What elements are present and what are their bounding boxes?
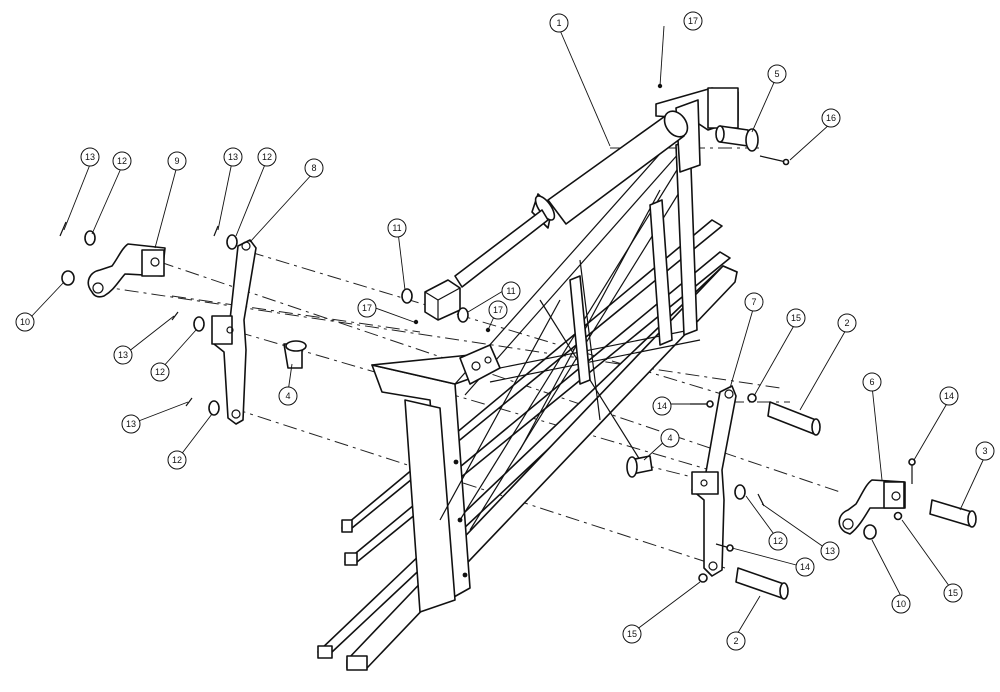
callout-13d-label: 13 — [126, 419, 136, 429]
left-arm — [87, 243, 166, 298]
callout-4a-label: 4 — [285, 391, 290, 401]
callout-1-label: 1 — [556, 18, 561, 28]
callout-13a-label: 13 — [85, 152, 95, 162]
callout-13b-label: 13 — [228, 152, 238, 162]
callout-15c: 15 — [622, 624, 642, 644]
callout-5-label: 5 — [774, 69, 779, 79]
callout-14a-label: 14 — [657, 401, 667, 411]
callout-14b-label: 14 — [800, 562, 810, 572]
callout-6: 6 — [862, 372, 882, 392]
callout-7: 7 — [744, 292, 764, 312]
callout-12b-label: 12 — [262, 152, 272, 162]
leader-lines — [29, 25, 986, 637]
callout-7-label: 7 — [751, 297, 756, 307]
callout-4a: 4 — [278, 386, 298, 406]
callout-17a-label: 17 — [688, 16, 698, 26]
callout-4b-label: 4 — [667, 433, 672, 443]
callout-13d: 13 — [121, 414, 141, 434]
callout-10a-label: 10 — [20, 317, 30, 327]
callout-11a: 11 — [387, 218, 407, 238]
callout-13a: 13 — [80, 147, 100, 167]
callout-11a-label: 11 — [392, 223, 401, 233]
callout-17b: 17 — [357, 298, 377, 318]
callout-12c: 12 — [150, 362, 170, 382]
callout-12e-label: 12 — [773, 536, 783, 546]
callout-16-label: 16 — [826, 113, 836, 123]
callout-12e: 12 — [768, 531, 788, 551]
callout-11b-label: 11 — [506, 286, 515, 296]
callout-5: 5 — [767, 64, 787, 84]
callout-3: 3 — [975, 441, 995, 461]
callout-10a: 10 — [15, 312, 35, 332]
callout-2a-label: 2 — [844, 318, 849, 328]
callout-12d-label: 12 — [172, 455, 182, 465]
callout-12b: 12 — [257, 147, 277, 167]
callout-14c: 14 — [939, 386, 959, 406]
callout-12a: 12 — [112, 151, 132, 171]
callout-12c-label: 12 — [155, 367, 165, 377]
callout-2b: 2 — [726, 631, 746, 651]
hydraulic-cylinder — [424, 110, 689, 321]
left-link — [211, 239, 257, 425]
callout-9: 9 — [167, 151, 187, 171]
callout-13e: 13 — [820, 541, 840, 561]
callout-12a-label: 12 — [117, 156, 127, 166]
callout-15a-label: 15 — [791, 313, 801, 323]
right-link — [691, 385, 737, 577]
callout-9-label: 9 — [174, 156, 179, 166]
callout-15b-label: 15 — [948, 588, 958, 598]
callout-6-label: 6 — [869, 377, 874, 387]
callout-14a: 14 — [652, 396, 672, 416]
callout-8: 8 — [304, 158, 324, 178]
callout-13c-label: 13 — [118, 350, 128, 360]
callout-13c: 13 — [113, 345, 133, 365]
callout-11b: 11 — [501, 281, 521, 301]
callout-14c-label: 14 — [944, 391, 954, 401]
callout-3-label: 3 — [982, 446, 987, 456]
callout-1: 1 — [549, 13, 569, 33]
callout-2b-label: 2 — [733, 636, 738, 646]
hardware — [59, 83, 977, 600]
main-frame — [317, 87, 739, 671]
callout-10b-label: 10 — [896, 599, 906, 609]
callout-17a: 17 — [683, 11, 703, 31]
callout-15c-label: 15 — [627, 629, 637, 639]
callout-16: 16 — [821, 108, 841, 128]
callout-15b: 15 — [943, 583, 963, 603]
callout-17c-label: 17 — [493, 305, 503, 315]
callout-2a: 2 — [837, 313, 857, 333]
callout-13e-label: 13 — [825, 546, 835, 556]
callout-13b: 13 — [223, 147, 243, 167]
callout-4b: 4 — [660, 428, 680, 448]
callout-10b: 10 — [891, 594, 911, 614]
callout-8-label: 8 — [311, 163, 316, 173]
callout-15a: 15 — [786, 308, 806, 328]
callout-14b: 14 — [795, 557, 815, 577]
callout-17b-label: 17 — [362, 303, 372, 313]
right-arm — [838, 479, 906, 535]
callout-12d: 12 — [167, 450, 187, 470]
callout-17c: 17 — [488, 300, 508, 320]
